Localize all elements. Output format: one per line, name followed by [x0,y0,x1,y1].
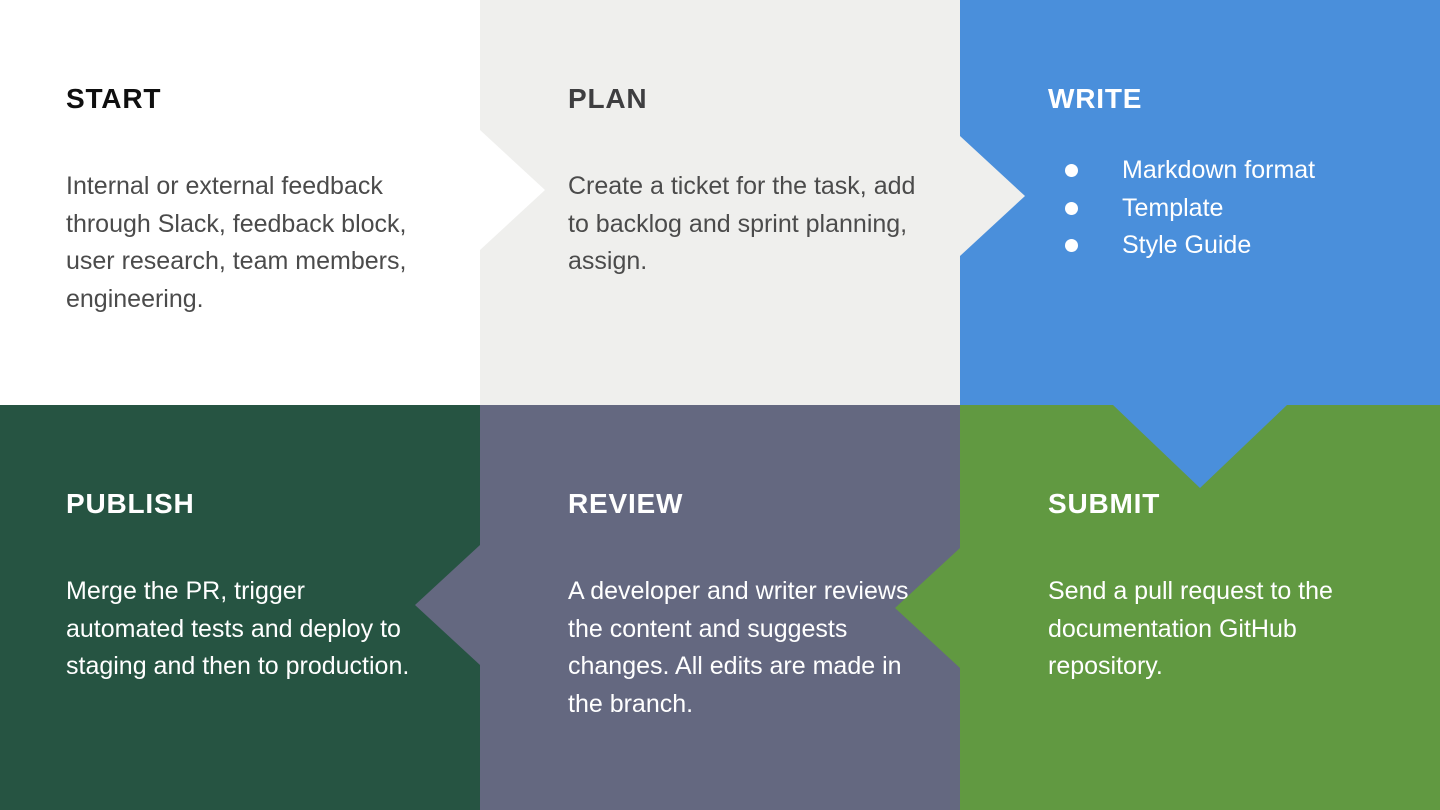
step-publish: PUBLISH Merge the PR, trigger automated … [0,405,480,810]
step-write: WRITE Markdown format Template Style Gui… [960,0,1440,405]
step-review-title: REVIEW [568,488,684,519]
step-publish-content: PUBLISH Merge the PR, trigger automated … [0,405,480,686]
step-publish-title: PUBLISH [66,488,195,519]
step-review-content: REVIEW A developer and writer reviews th… [480,405,960,723]
step-start-content: START Internal or external feedback thro… [0,0,480,318]
step-review: REVIEW A developer and writer reviews th… [480,405,960,810]
step-plan-description: Create a ticket for the task, add to bac… [568,172,916,275]
step-submit-content: SUBMIT Send a pull request to the docume… [960,405,1440,686]
step-review-description: A developer and writer reviews the conte… [568,577,909,718]
step-submit-title: SUBMIT [1048,488,1161,519]
step-write-title: WRITE [1048,83,1143,114]
step-write-content: WRITE Markdown format Template Style Gui… [960,0,1440,265]
list-item: Markdown format [1048,152,1400,190]
step-write-bullet-list: Markdown format Template Style Guide [1048,152,1400,265]
step-plan-title: PLAN [568,83,648,114]
step-publish-description: Merge the PR, trigger automated tests an… [66,577,410,680]
step-start: START Internal or external feedback thro… [0,0,480,405]
step-submit-description: Send a pull request to the documentation… [1048,577,1333,680]
step-plan-content: PLAN Create a ticket for the task, add t… [480,0,960,281]
list-item: Template [1048,190,1400,228]
step-start-description: Internal or external feedback through Sl… [66,172,407,313]
step-start-title: START [66,83,162,114]
step-plan: PLAN Create a ticket for the task, add t… [480,0,960,405]
list-item: Style Guide [1048,227,1400,265]
